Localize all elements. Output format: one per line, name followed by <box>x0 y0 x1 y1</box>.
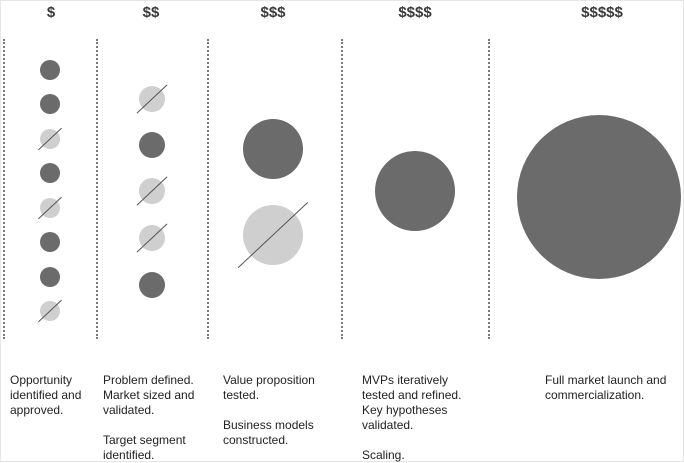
stage-description-text: Business models constructed. <box>223 418 314 447</box>
active-circle <box>243 119 303 179</box>
column-divider <box>207 39 209 339</box>
active-circle <box>40 60 60 80</box>
strike-through-line <box>237 202 309 268</box>
strike-through-line <box>136 176 168 206</box>
column-header-5: $$$$$ <box>581 4 623 21</box>
column-header-2: $$ <box>142 4 160 21</box>
column-divider <box>341 39 343 339</box>
column-divider <box>488 39 490 339</box>
stage-description-text: Opportunity identified and approved. <box>10 373 82 417</box>
stage-description-text: Problem defined. Market sized and valida… <box>103 373 195 417</box>
stage-description-2: Problem defined. Market sized and valida… <box>103 373 205 463</box>
stage-description-3: Value proposition tested. Business model… <box>223 373 333 448</box>
stage-description-text: Scaling. <box>362 448 405 462</box>
strike-through-line <box>38 196 62 220</box>
strike-through-line <box>38 299 62 323</box>
stage-description-4: MVPs iteratively tested and refined. Key… <box>362 373 474 463</box>
strike-through-line <box>38 127 62 151</box>
stage-description-text: Full market launch and commercialization… <box>545 373 667 402</box>
stage-description-text: Target segment identified. <box>103 433 186 462</box>
strike-through-line <box>136 84 168 114</box>
stage-description-1: Opportunity identified and approved. <box>10 373 94 418</box>
column-divider <box>3 39 5 339</box>
stage-description-5: Full market launch and commercialization… <box>545 373 681 403</box>
active-circle <box>40 232 60 252</box>
column-header-4: $$$$ <box>398 4 432 21</box>
stage-description-text: Value proposition tested. <box>223 373 315 402</box>
active-circle <box>375 151 455 231</box>
column-divider <box>96 39 98 339</box>
column-header-1: $ <box>46 4 56 21</box>
stage-description-text: MVPs iteratively tested and refined. Key… <box>362 373 462 432</box>
strike-through-line <box>136 223 168 253</box>
active-circle <box>139 132 165 158</box>
column-header-3: $$$ <box>260 4 286 21</box>
active-circle <box>517 115 681 279</box>
active-circle <box>40 94 60 114</box>
active-circle <box>139 272 165 298</box>
active-circle <box>40 267 60 287</box>
active-circle <box>40 163 60 183</box>
